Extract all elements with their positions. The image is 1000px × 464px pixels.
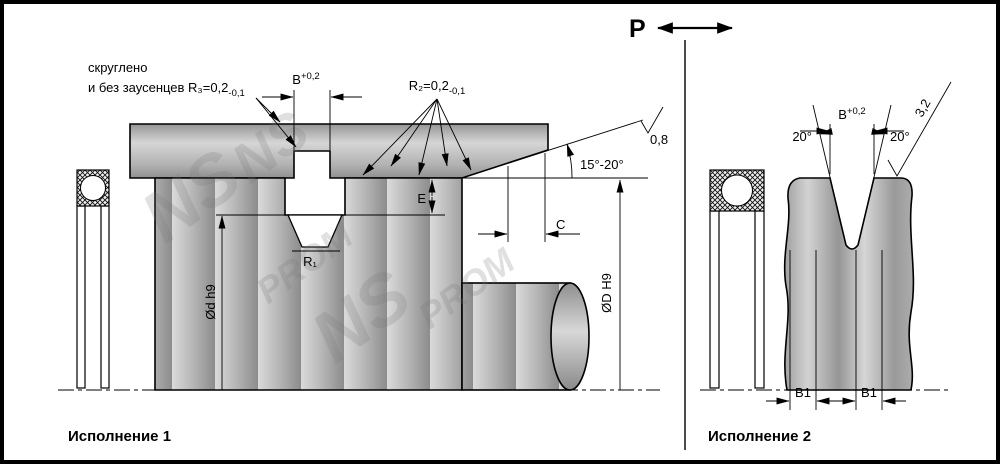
dim-r1-label: R₁ — [303, 254, 317, 269]
dim-c: C — [478, 153, 580, 242]
leader-line — [362, 98, 438, 176]
dim-r1: R₁ — [292, 250, 340, 269]
dim-shaft-diameter: Ød h9 — [203, 214, 285, 390]
angle-arc — [871, 127, 885, 135]
seal-lip-left — [709, 210, 720, 389]
dim-b1-left-label: B1 — [795, 385, 811, 400]
leader-line — [255, 97, 281, 123]
seal-cross-section-2 — [709, 169, 765, 389]
dim-b1-right-label: B1 — [861, 385, 877, 400]
note-line2: и без заусенцев R₃=0,2-0,1 — [88, 80, 245, 99]
o-ring-circle — [80, 175, 106, 201]
dim-bore-label: ØD H9 — [599, 273, 614, 313]
seal-cross-section-1 — [76, 169, 110, 389]
leader-line — [390, 98, 438, 167]
roughness-label: 0,8 — [650, 132, 668, 147]
chamfer-extension-line — [857, 104, 892, 246]
chamfer-extension-line — [812, 104, 847, 246]
dim-angle-15-20: 15°-20° 0,8 — [461, 106, 668, 179]
note-line1: скруглено — [88, 60, 147, 75]
rod-end-cap — [550, 282, 590, 391]
view2-drawing — [709, 169, 915, 391]
roughness-symbol — [887, 81, 952, 177]
angle-left-label: 20° — [792, 129, 812, 144]
dim-e-label: E — [417, 191, 426, 206]
dim-r2-label: R₂=0,2-0,1 — [409, 78, 465, 97]
pressure-indicator: P — [629, 15, 734, 43]
dim-b1-right: B1 — [832, 250, 906, 410]
leader-line — [255, 97, 297, 148]
o-ring-circle — [721, 174, 753, 207]
dim-angle-right-20: 20° — [857, 104, 910, 246]
dim-angle-left-20: 20° — [792, 104, 847, 246]
angle-arc — [819, 127, 833, 135]
roughness-symbol — [640, 106, 664, 134]
dim-r2-leaders: R₂=0,2-0,1 — [362, 78, 472, 176]
dim-b1-left: B1 — [766, 250, 840, 410]
dim-e: E — [345, 179, 445, 216]
dim-b-label: B+0,2 — [292, 71, 319, 87]
dim-b-label: B+0,2 — [838, 106, 865, 122]
leader-line — [436, 98, 449, 167]
dim-bore-diameter: ØD H9 — [599, 179, 624, 390]
pressure-label: P — [629, 15, 646, 43]
dim-c-label: C — [556, 217, 565, 232]
angle-right-label: 20° — [890, 129, 910, 144]
seal-lip-right — [100, 205, 110, 389]
view1-title: Исполнение 1 — [68, 428, 171, 445]
note-rounded-edges: скруглено и без заусенцев R₃=0,2-0,1 — [88, 60, 297, 148]
groove-bottom-detail — [287, 214, 343, 248]
seal-lip-left — [76, 205, 86, 389]
dim-b: B+0,2 — [262, 71, 362, 150]
dim-shaft-label: Ød h9 — [203, 284, 218, 319]
leader-line — [436, 98, 472, 171]
view2-title: Исполнение 2 — [708, 428, 811, 445]
angle-arc — [566, 143, 575, 179]
angle-label: 15°-20° — [580, 157, 624, 172]
leader-line — [418, 98, 438, 176]
seal-lip-right — [754, 210, 765, 389]
chamfer-extension-line — [461, 119, 644, 179]
groove-block — [783, 177, 915, 391]
